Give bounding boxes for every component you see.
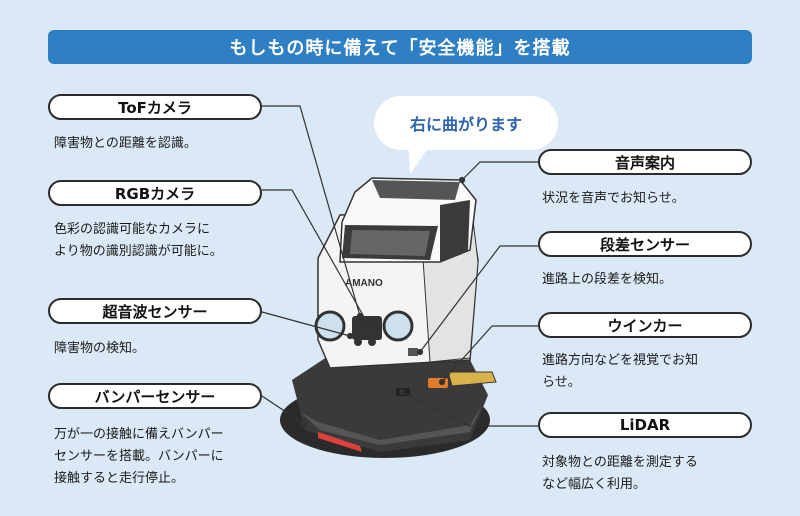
page-title: もしもの時に備えて「安全機能」を搭載 bbox=[48, 30, 752, 64]
label-tof-camera: ToFカメラ bbox=[48, 94, 262, 120]
label-rgb-camera: RGBカメラ bbox=[48, 180, 262, 206]
desc-step-sensor: 進路上の段差を検知。 bbox=[542, 272, 673, 287]
desc-lidar: 対象物との距離を測定する など幅広く利用。 bbox=[542, 455, 698, 492]
label-bumper-sensor: バンパーセンサー bbox=[48, 383, 262, 409]
label-ultrasonic-sensor: 超音波センサー bbox=[48, 298, 262, 324]
desc-voice-guide: 状況を音声でお知らせ。 bbox=[542, 191, 685, 206]
speech-bubble: 右に曲がります bbox=[374, 96, 558, 150]
label-step-sensor: 段差センサー bbox=[538, 231, 752, 257]
desc-bumper-sensor: 万が一の接触に備えバンパー センサーを搭載。バンパーに 接触すると走行停止。 bbox=[54, 427, 224, 486]
label-lidar: LiDAR bbox=[538, 412, 752, 438]
desc-rgb-camera: 色彩の認識可能なカメラに より物の識別認識が可能に。 bbox=[54, 222, 223, 259]
desc-tof-camera: 障害物との距離を認識。 bbox=[54, 136, 197, 151]
label-voice-guide: 音声案内 bbox=[538, 149, 752, 175]
brand-logo: AMANO bbox=[345, 278, 383, 289]
label-blinker: ウインカー bbox=[538, 312, 752, 338]
desc-blinker: 進路方向などを視覚でお知 らせ。 bbox=[542, 353, 699, 390]
desc-ultrasonic-sensor: 障害物の検知。 bbox=[54, 341, 146, 356]
